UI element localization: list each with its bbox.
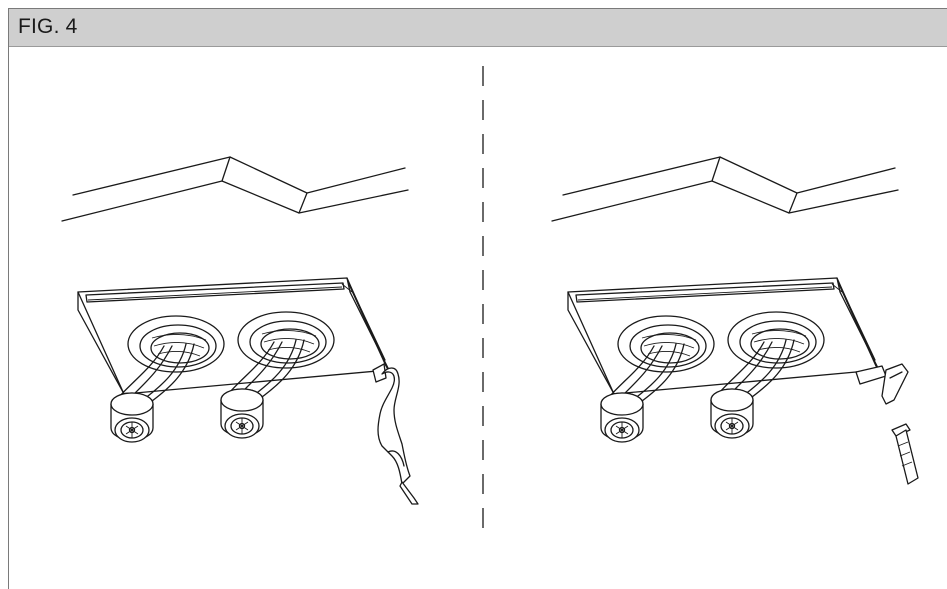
ceiling-and-fixture-right — [552, 157, 898, 442]
left-panel — [62, 157, 419, 505]
bracket-screw-icon — [855, 363, 919, 485]
screwdriver-icon — [372, 363, 419, 505]
figure-frame: FIG. 4 — [8, 8, 947, 589]
figure-title: FIG. 4 — [18, 15, 78, 38]
ceiling-and-fixture-left — [62, 157, 408, 442]
figure-header: FIG. 4 — [9, 9, 947, 47]
right-panel — [552, 157, 919, 485]
